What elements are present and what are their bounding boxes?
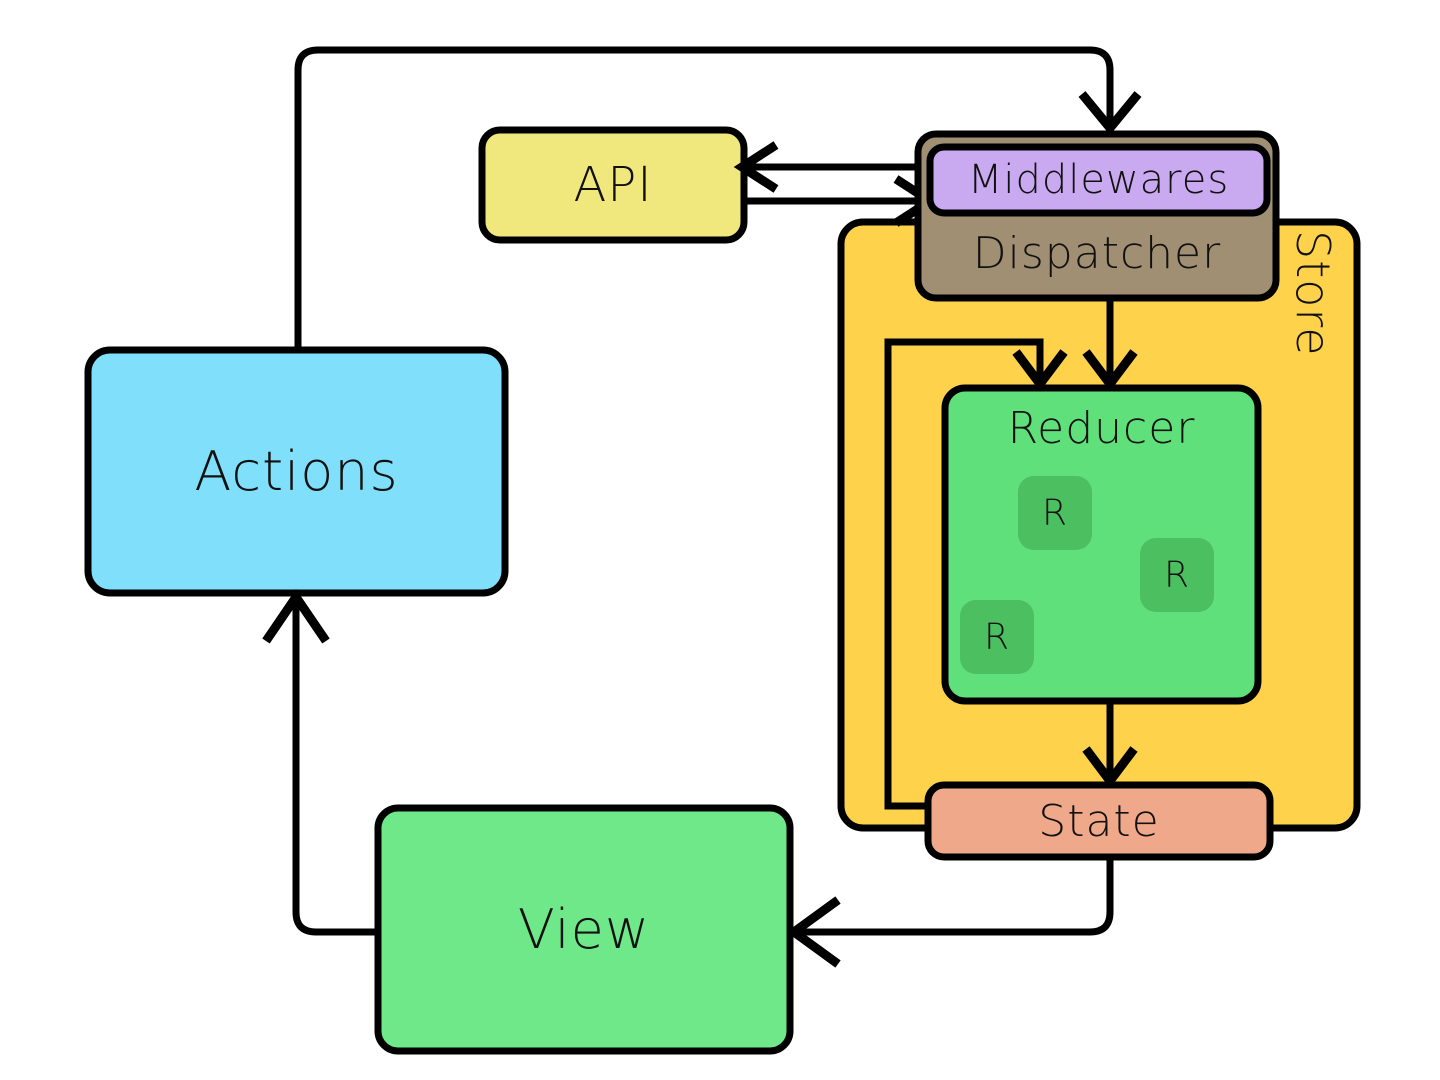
arrowhead-view-to-actions bbox=[262, 589, 330, 644]
connector-state-to-view bbox=[798, 857, 1114, 936]
connector-view-to-actions bbox=[292, 601, 378, 936]
node-reducer-r-2[interactable] bbox=[1140, 538, 1214, 612]
node-reducer-r-1[interactable] bbox=[1018, 476, 1092, 550]
arrowhead-state-to-view bbox=[786, 896, 841, 968]
node-actions[interactable] bbox=[84, 346, 509, 597]
arrowhead-actions-to-dispatcher bbox=[1078, 91, 1142, 136]
arrowhead-middlewares-to-api bbox=[733, 141, 779, 193]
node-middlewares[interactable] bbox=[926, 143, 1271, 217]
node-api[interactable] bbox=[478, 126, 748, 244]
node-reducer-r-3[interactable] bbox=[960, 600, 1034, 674]
arrowhead-reducer-to-state bbox=[1082, 746, 1138, 789]
arrowhead-state-to-reducer bbox=[1012, 349, 1068, 392]
connector-actions-to-dispatcher bbox=[294, 46, 1114, 350]
arrowhead-dispatcher-to-reducer bbox=[1082, 349, 1138, 392]
node-view[interactable] bbox=[374, 804, 794, 1055]
node-state[interactable] bbox=[924, 781, 1274, 861]
connector-state-to-reducer bbox=[884, 338, 1044, 810]
